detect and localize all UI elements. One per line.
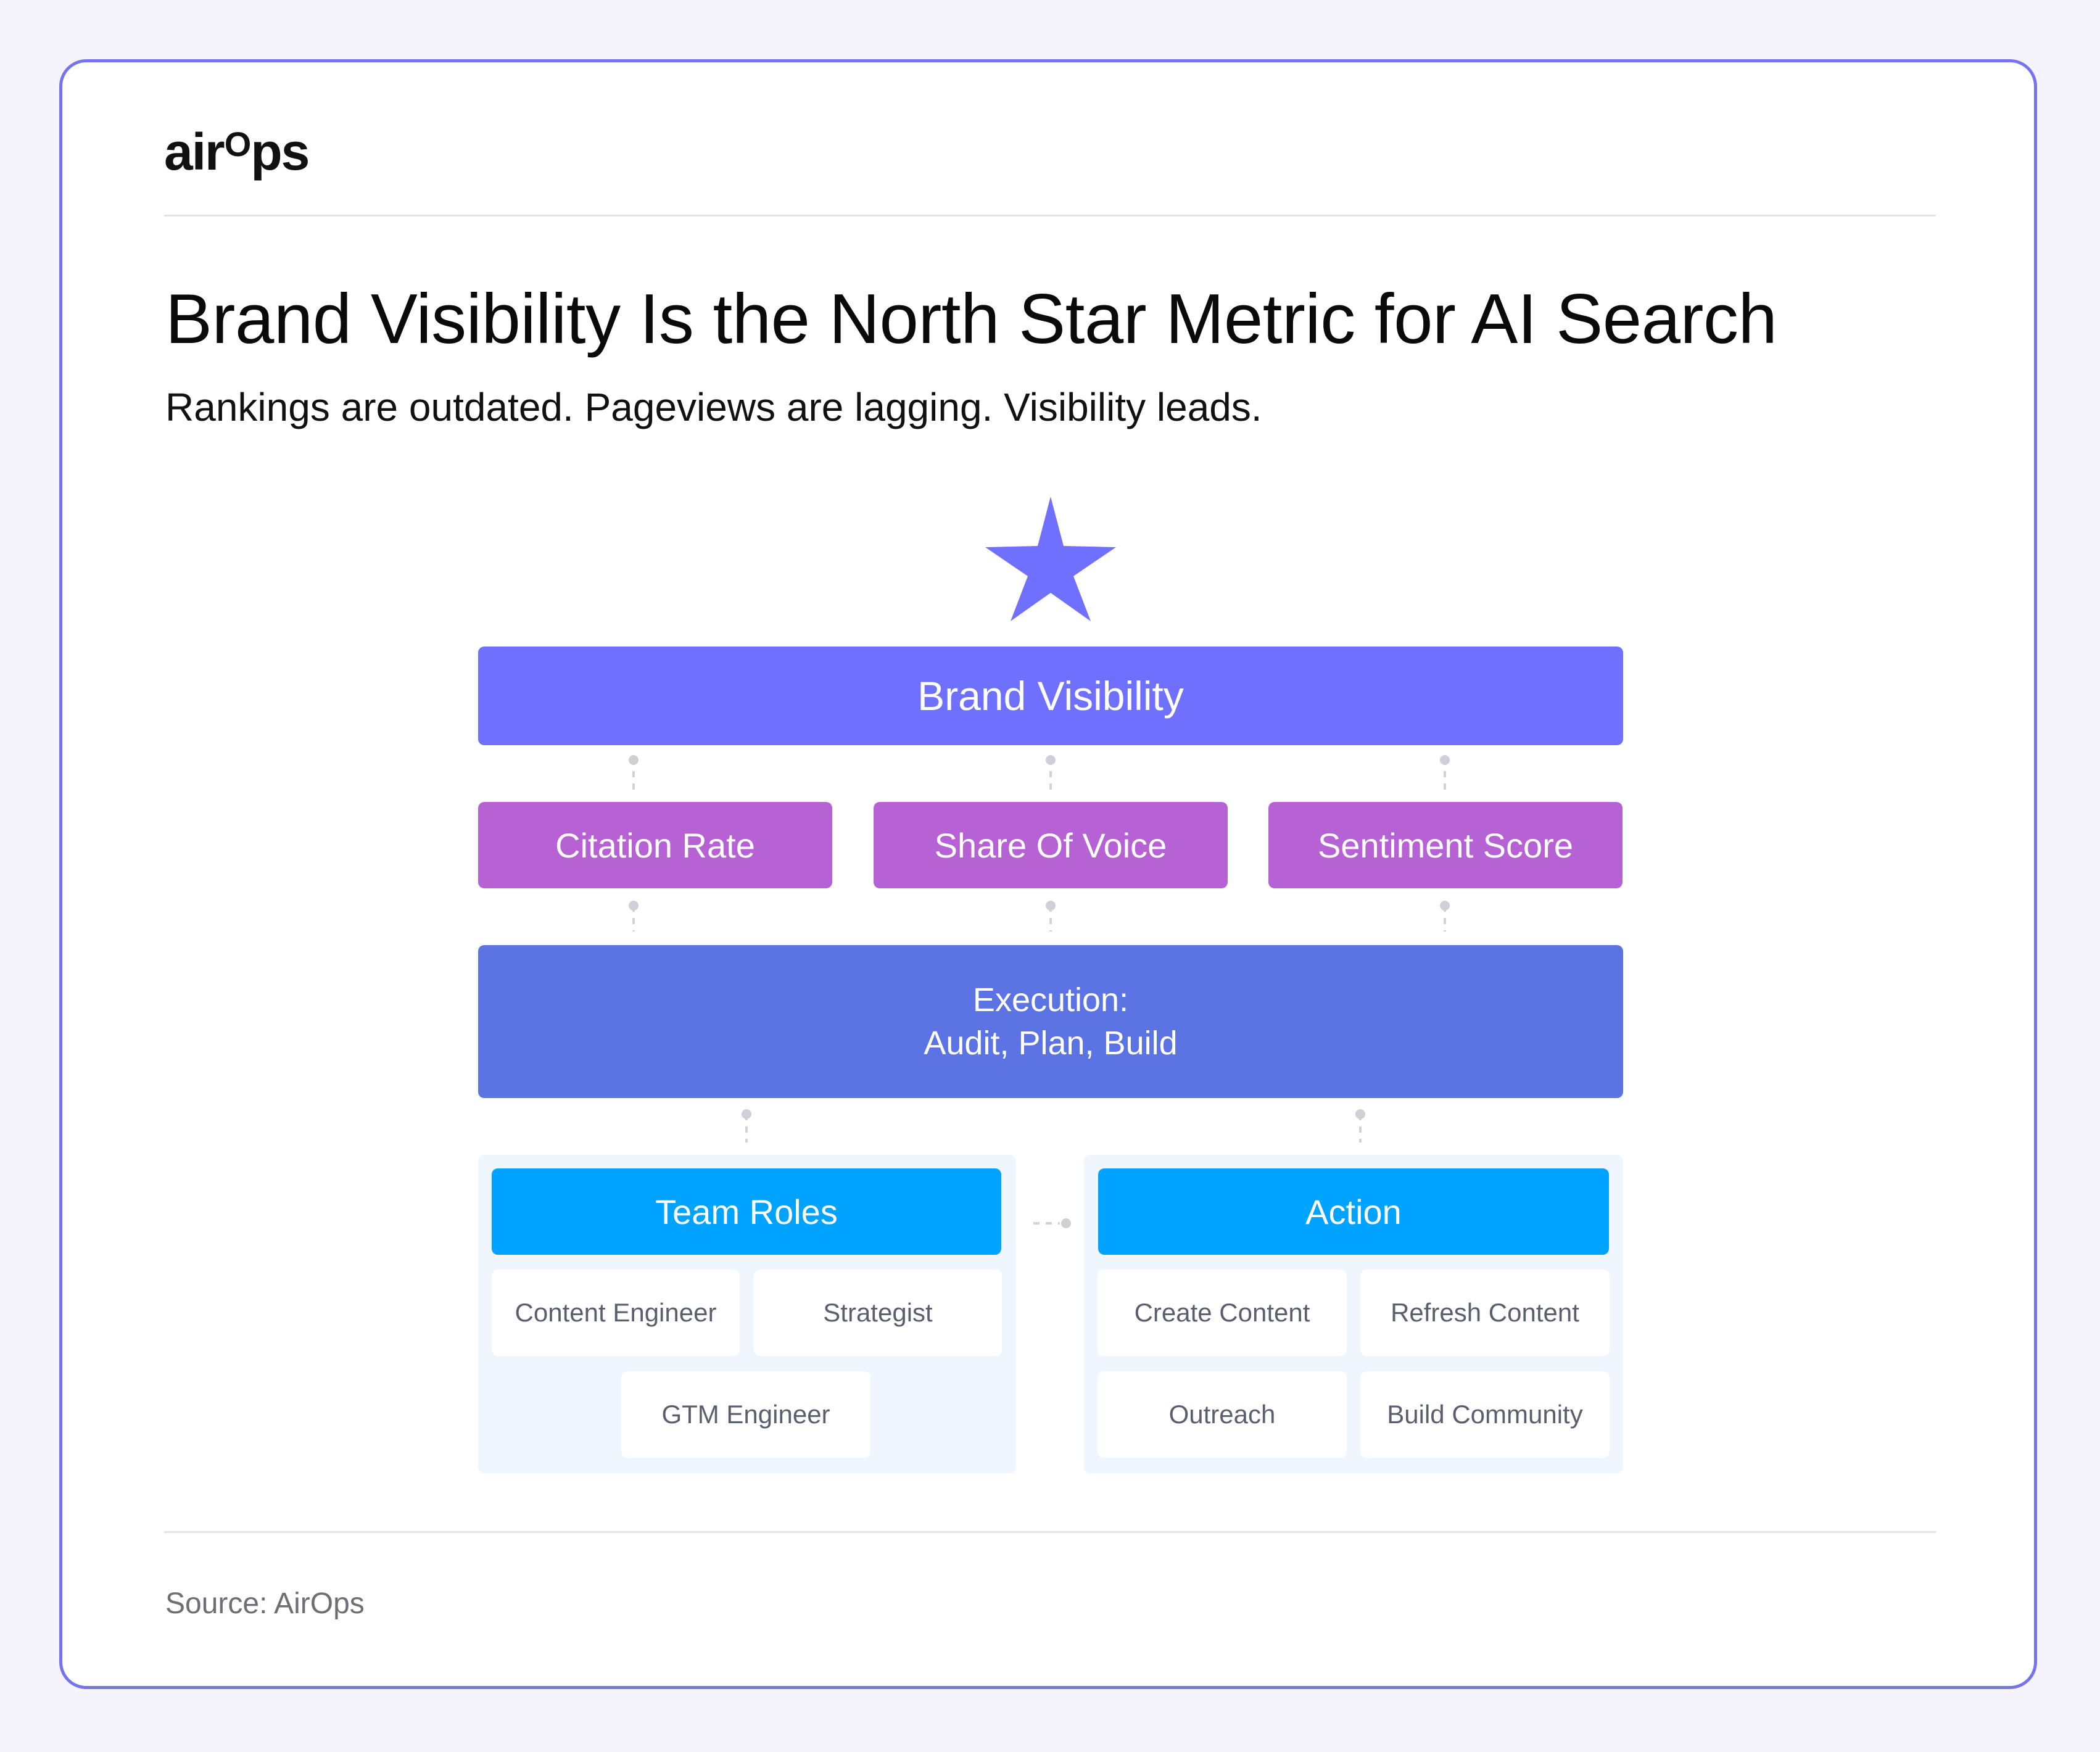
metric-share-of-voice: Share Of Voice xyxy=(874,802,1228,888)
brand-visibility-box: Brand Visibility xyxy=(478,647,1623,745)
execution-box: Execution: Audit, Plan, Build xyxy=(478,945,1623,1098)
role-strategist: Strategist xyxy=(754,1270,1002,1356)
team-roles-header: Team Roles xyxy=(492,1168,1001,1255)
page-title: Brand Visibility Is the North Star Metri… xyxy=(165,280,1777,358)
role-gtm-engineer: GTM Engineer xyxy=(621,1371,870,1458)
action-build-community: Build Community xyxy=(1360,1371,1610,1458)
north-star-icon xyxy=(985,497,1116,621)
metric-sentiment-score: Sentiment Score xyxy=(1268,802,1623,888)
header-divider xyxy=(164,215,1936,217)
page-subtitle: Rankings are outdated. Pageviews are lag… xyxy=(165,385,1262,429)
execution-heading: Execution: xyxy=(972,981,1129,1019)
action-outreach: Outreach xyxy=(1098,1371,1347,1458)
airops-logo: airOps xyxy=(164,123,310,181)
execution-steps: Audit, Plan, Build xyxy=(924,1025,1178,1062)
action-refresh-content: Refresh Content xyxy=(1360,1270,1610,1356)
action-create-content: Create Content xyxy=(1098,1270,1347,1356)
metric-citation-rate: Citation Rate xyxy=(478,802,832,888)
source-note: Source: AirOps xyxy=(165,1587,365,1620)
role-content-engineer: Content Engineer xyxy=(492,1270,740,1356)
footer-divider xyxy=(164,1531,1936,1533)
action-header: Action xyxy=(1098,1168,1609,1255)
